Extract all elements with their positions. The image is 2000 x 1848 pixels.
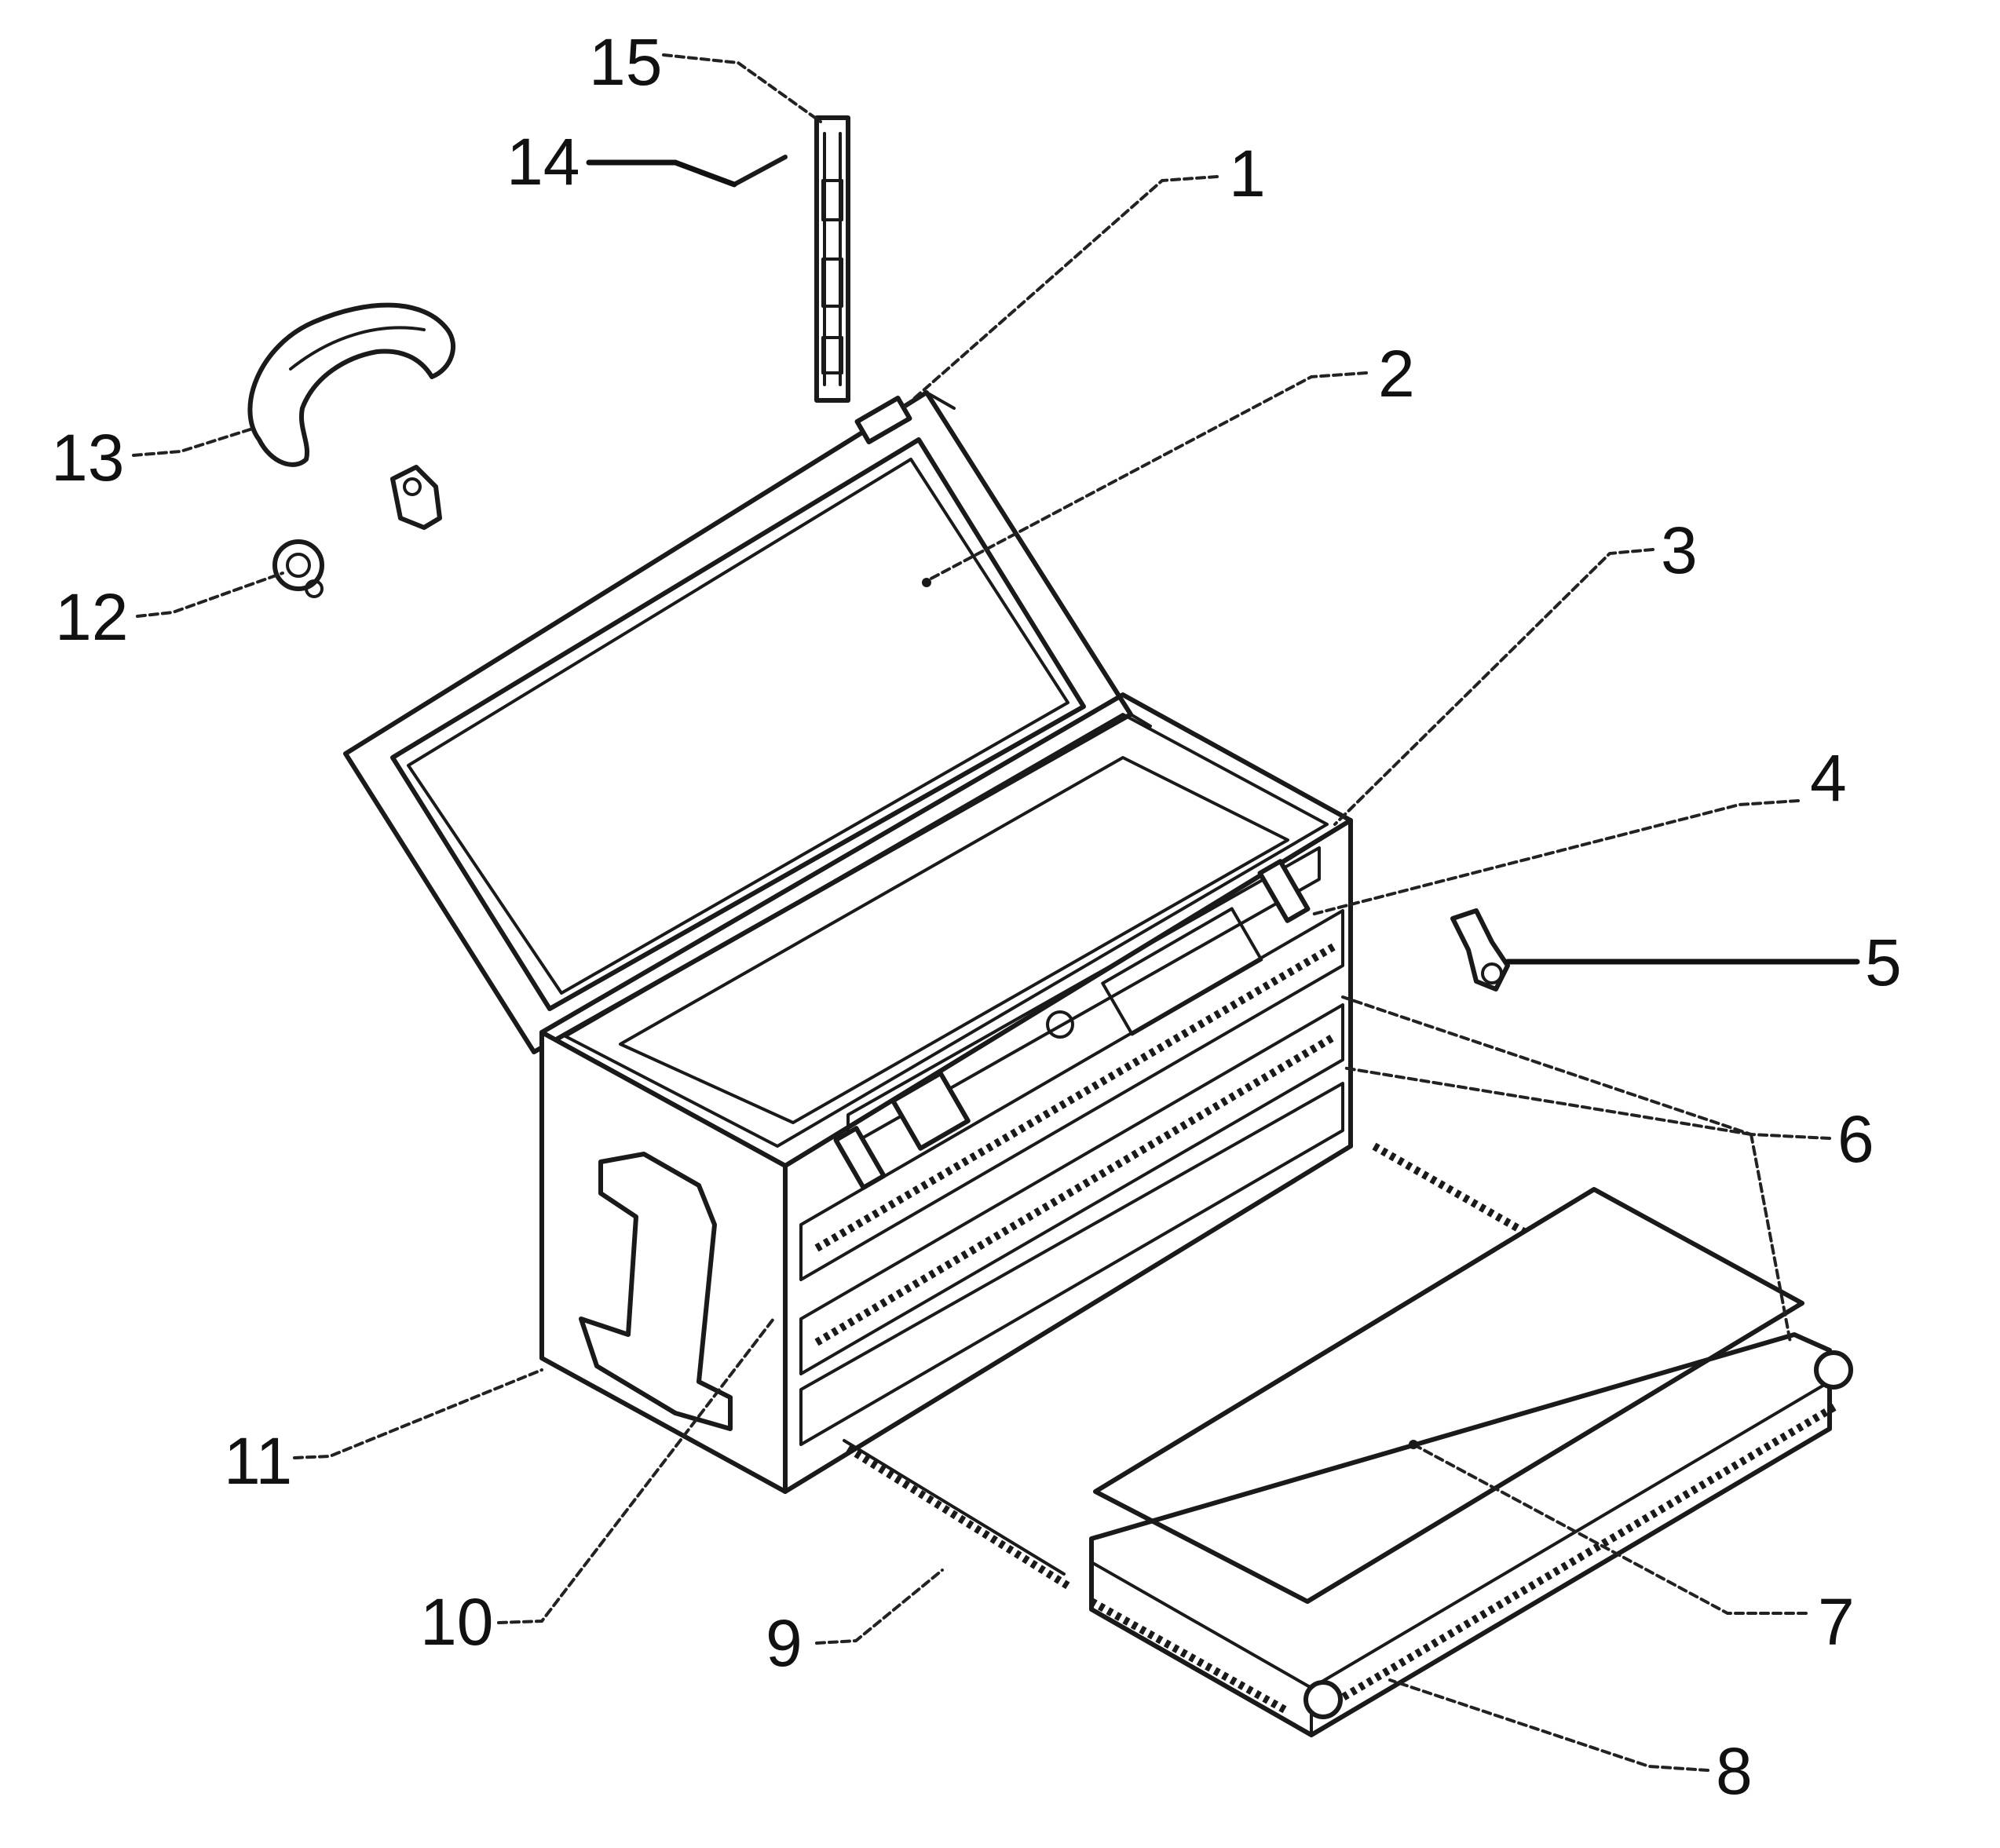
callout-3: 3 [1661, 513, 1698, 587]
callout-labels: 15 14 1 2 3 4 5 6 7 8 9 10 11 12 13 [51, 25, 1902, 1808]
lid-hinge-bracket [854, 396, 912, 444]
callout-15: 15 [589, 25, 662, 99]
callout-11: 11 [224, 1424, 292, 1498]
side-handle-cutout [579, 1152, 733, 1431]
handle-mount-bracket [390, 465, 442, 530]
callout-1: 1 [1229, 137, 1266, 210]
callout-13: 13 [51, 421, 124, 495]
latch [1450, 908, 1510, 992]
leader-lines [132, 53, 1860, 1772]
drawer-fronts [799, 846, 1344, 1446]
drawer-slide-rail-back [1372, 1142, 1541, 1244]
callout-2: 2 [1378, 337, 1415, 411]
hinge-strip [814, 115, 850, 403]
drawer-slide-rail-loose [843, 1439, 1070, 1590]
hinge-pin [732, 155, 788, 187]
drawer-assembly [1089, 1187, 1853, 1737]
callout-5: 5 [1865, 926, 1902, 999]
carry-handle [247, 302, 456, 467]
lid [343, 390, 1152, 1054]
callout-7: 7 [1818, 1585, 1855, 1659]
callout-12: 12 [55, 580, 128, 654]
handle-fastener [272, 539, 324, 598]
callout-4: 4 [1810, 741, 1847, 815]
callout-8: 8 [1716, 1734, 1753, 1808]
callout-6: 6 [1837, 1102, 1874, 1176]
callout-10: 10 [420, 1585, 493, 1659]
callout-9: 9 [766, 1606, 803, 1680]
callout-14: 14 [506, 125, 580, 199]
